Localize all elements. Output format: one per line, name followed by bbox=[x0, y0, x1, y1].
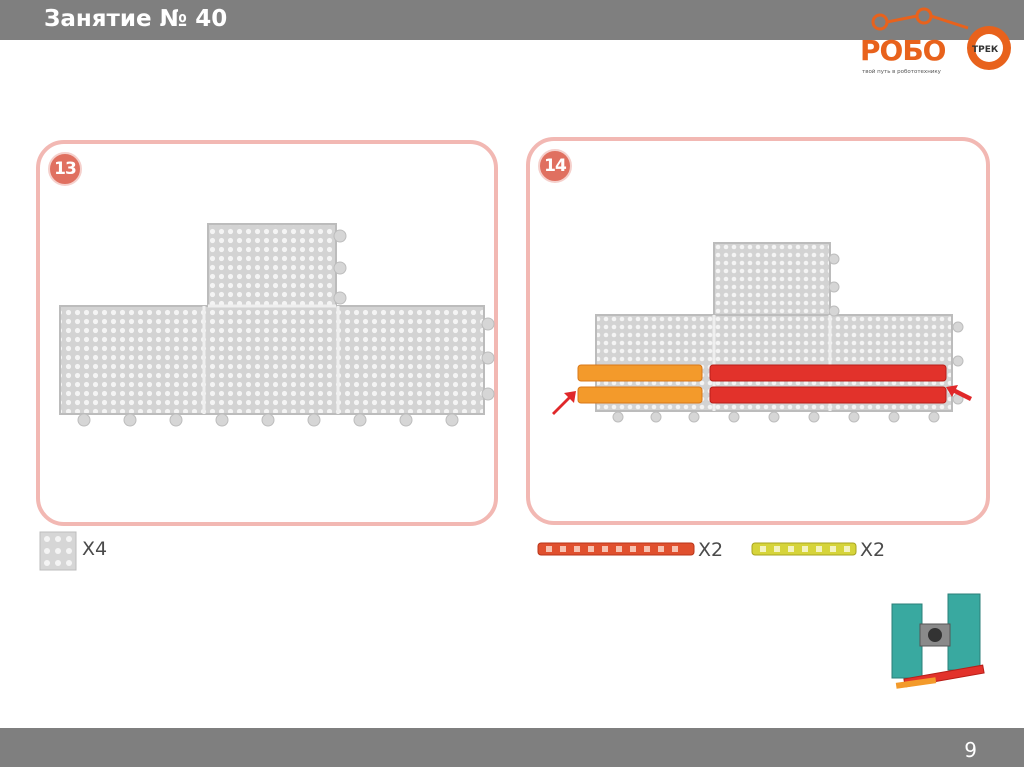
step-13-panel: 13 bbox=[36, 140, 498, 526]
grey-grid-plate-icon bbox=[36, 528, 80, 574]
svg-text:РОБО: РОБО bbox=[860, 34, 946, 67]
grey-plates-assembly-illustration bbox=[46, 218, 496, 438]
step-number-badge: 13 bbox=[48, 152, 82, 186]
part-count: X4 bbox=[82, 538, 107, 560]
step-number-badge: 14 bbox=[538, 149, 572, 183]
red-beam-icon bbox=[536, 540, 696, 558]
bottom-bar: 9 bbox=[0, 728, 1024, 767]
step-14-panel: 14 bbox=[526, 137, 990, 525]
page-number: 9 bbox=[964, 738, 977, 762]
part-count: X2 bbox=[860, 539, 885, 561]
yellow-beam-icon bbox=[750, 540, 858, 558]
part-count: X2 bbox=[698, 539, 723, 561]
svg-text:ТРЕК: ТРЕК bbox=[972, 45, 999, 55]
page-title: Занятие № 40 bbox=[44, 6, 227, 32]
svg-text:твой путь в робототехнику: твой путь в робототехнику bbox=[862, 68, 942, 75]
robo-trek-logo: РОБО ТРЕК твой путь в робототехнику bbox=[856, 2, 1024, 82]
robot-model-thumbnail bbox=[884, 590, 988, 692]
plates-with-beams-illustration bbox=[538, 235, 986, 435]
